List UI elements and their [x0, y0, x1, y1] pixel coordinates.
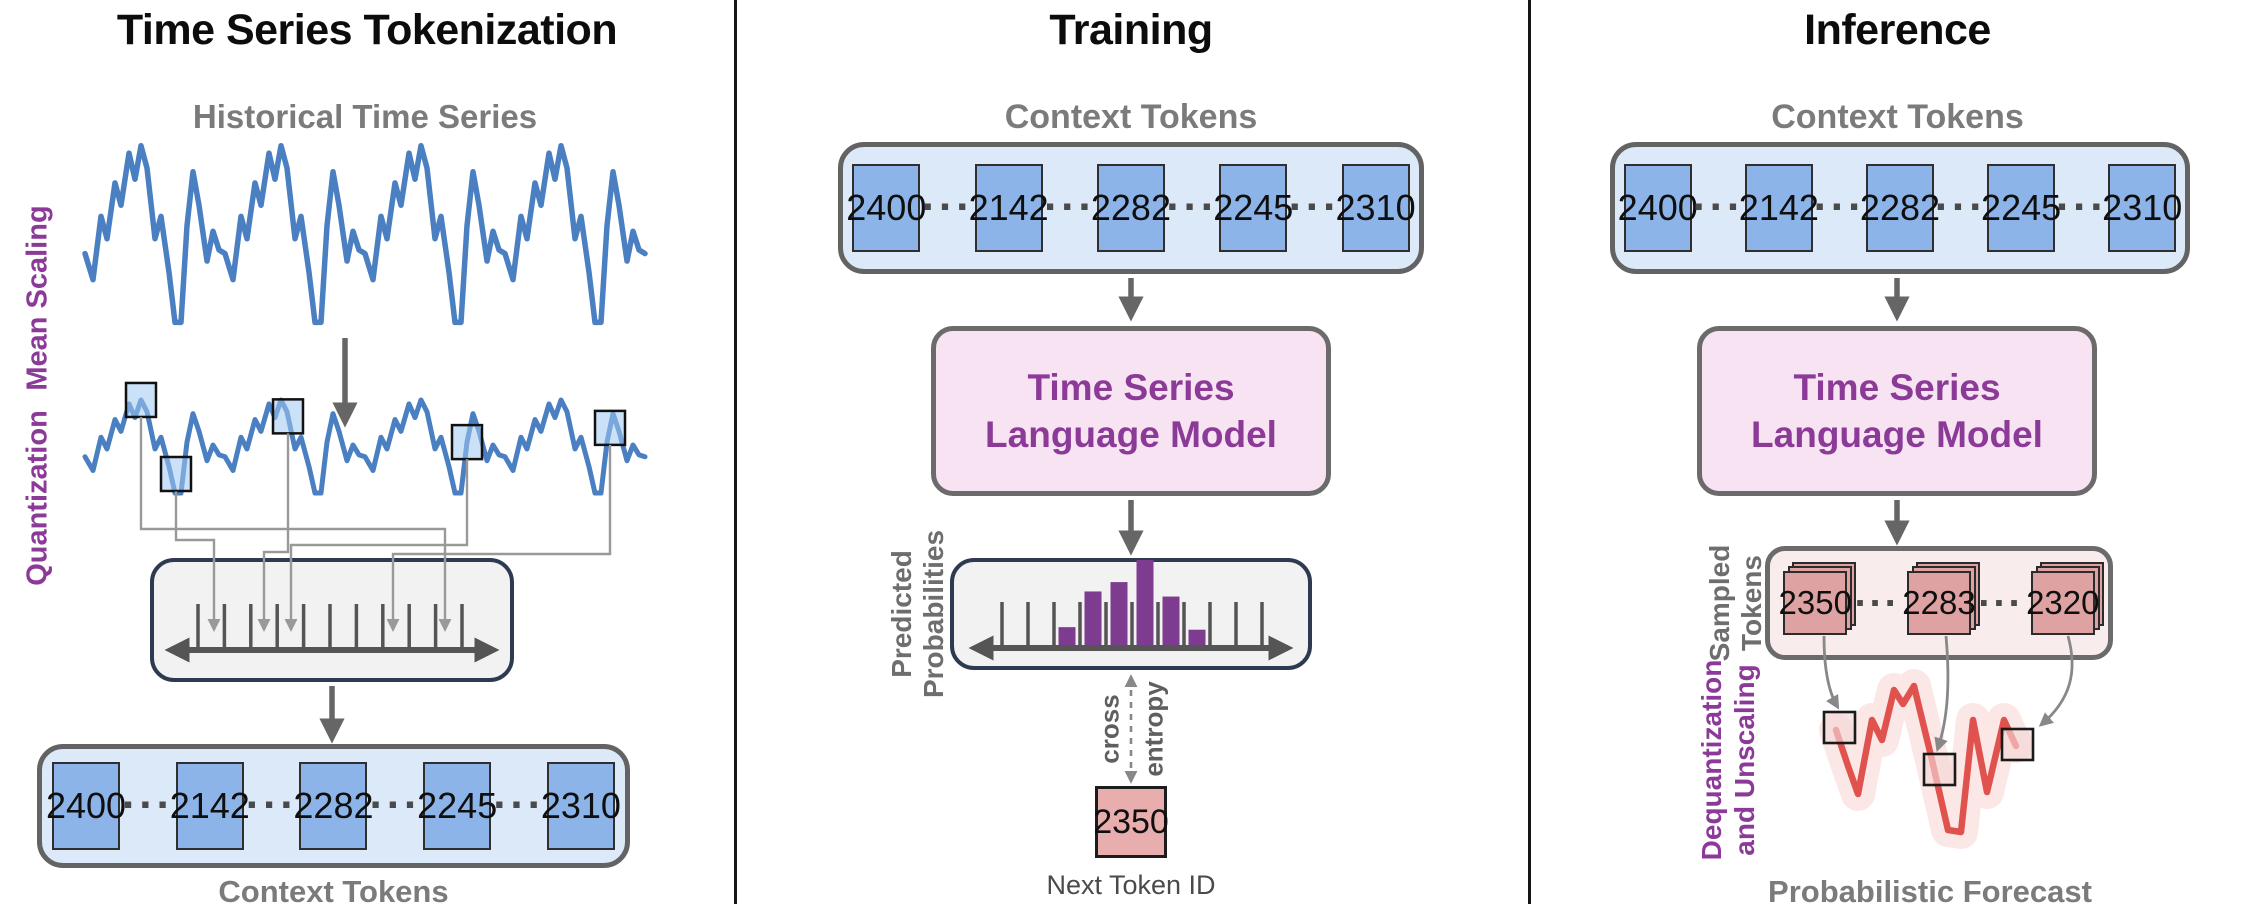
forecast-uncertainty-band [1819, 669, 2033, 849]
sampled-token: 2350 [1779, 571, 1852, 635]
ellipsis: ... [1692, 171, 1745, 220]
context-token: 2142 [1739, 164, 1819, 252]
forecast-median-line [1832, 682, 2020, 836]
dequantized-sample-box [1922, 752, 1957, 787]
time-series-language-model-box-training: Time Series Language Model [931, 326, 1331, 496]
context-token: 2400 [46, 762, 126, 850]
highlight-box [271, 398, 305, 435]
ellipsis: ... [1978, 570, 2024, 615]
sampled-token: 2320 [2026, 571, 2100, 635]
context-token: 2245 [417, 762, 497, 850]
model-label-line1: Time Series [1027, 367, 1235, 408]
context-tokens-container-tokenization: 2400...2142...2282...2245...2310 [37, 744, 630, 868]
panel-title-tokenization: Time Series Tokenization [116, 6, 618, 54]
ellipsis: ... [1288, 171, 1341, 220]
ellipsis: ... [2055, 171, 2108, 220]
dequantization-label: Dequantization and Unscaling [1696, 659, 1760, 861]
sampled-token-stack: 2283 [1902, 562, 1980, 635]
ellipsis: ... [369, 769, 422, 818]
context-token: 2310 [2102, 164, 2182, 252]
highlight-box [124, 381, 158, 419]
ellipsis: ... [1043, 171, 1096, 220]
next-token-id-label: Next Token ID [1046, 870, 1216, 900]
predicted-probabilities-box [950, 558, 1312, 670]
ellipsis: ... [493, 769, 545, 818]
model-label-line2: Language Model [1751, 414, 2043, 455]
model-label-line2: Language Model [985, 414, 1277, 455]
panel-divider-left [734, 0, 737, 904]
probabilistic-forecast-plot [1819, 635, 2074, 849]
scaled-time-series-line [82, 397, 648, 496]
historical-time-series-line [82, 142, 648, 326]
context-token: 2282 [293, 762, 374, 850]
context-token: 2245 [1213, 164, 1293, 252]
highlight-box [593, 409, 627, 447]
quantization-label: Quantization [21, 410, 54, 586]
ellipsis: ... [1934, 171, 1987, 220]
model-label-line1: Time Series [1793, 367, 2001, 408]
sampled-token-stack: 2320 [2026, 562, 2104, 635]
context-tokens-container-inference: 2400...2142...2282...2245...2310 [1610, 142, 2190, 274]
context-token: 2282 [1860, 164, 1940, 252]
predicted-probabilities-label: Predicted Probabilities [886, 529, 949, 699]
dequantized-sample-box [2000, 727, 2035, 762]
context-token: 2400 [1618, 164, 1698, 252]
sampled-tokens-label: Sampled Tokens [1704, 544, 1767, 662]
probabilistic-forecast-label: Probabilistic Forecast [1768, 874, 2092, 904]
ellipsis: ... [245, 769, 298, 818]
next-token-box: 2350 [1093, 786, 1169, 858]
context-token: 2142 [170, 762, 250, 850]
sampled-token: 2283 [1902, 571, 1976, 635]
highlight-box [450, 423, 484, 461]
context-token: 2310 [1336, 164, 1416, 252]
mean-scaling-label: Mean Scaling [21, 205, 54, 391]
panel-divider-right [1528, 0, 1531, 904]
panel-title-training: Training [1049, 6, 1213, 54]
context-tokens-container-training: 2400...2142...2282...2245...2310 [838, 142, 1424, 274]
time-series-plots [82, 142, 648, 496]
quantization-box [150, 558, 514, 682]
context-token: 2400 [846, 164, 926, 252]
sampled-tokens-container: 2350...2283...2320 [1765, 546, 2113, 660]
context-token: 2282 [1091, 164, 1171, 252]
ellipsis: ... [1813, 171, 1866, 220]
context-token: 2310 [541, 762, 621, 850]
context-tokens-label-tokenization: Context Tokens [218, 874, 449, 904]
context-token: 2142 [969, 164, 1049, 252]
entropy-label: entropy [1138, 681, 1169, 777]
panel-title-inference: Inference [1804, 6, 1991, 54]
ellipsis: ... [921, 171, 974, 220]
highlight-box [159, 455, 193, 493]
sampled-token-stack: 2350 [1779, 562, 1857, 635]
context-token: 2245 [1981, 164, 2061, 252]
historical-series-label: Historical Time Series [192, 98, 538, 135]
ellipsis: ... [1854, 570, 1900, 615]
dequantized-sample-box [1822, 710, 1857, 745]
context-tokens-label-inference: Context Tokens [1771, 98, 2024, 136]
context-tokens-label-training: Context Tokens [1004, 98, 1258, 136]
ellipsis: ... [1166, 171, 1218, 220]
cross-label: cross [1094, 694, 1125, 764]
ellipsis: ... [122, 769, 174, 818]
time-series-language-model-box-inference: Time Series Language Model [1697, 326, 2097, 496]
